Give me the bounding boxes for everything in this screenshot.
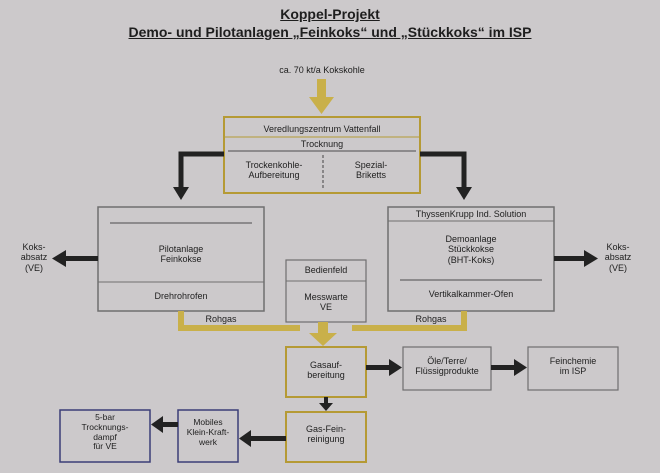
veredlung-left: Trockenkohle- Aufbereitung bbox=[226, 160, 322, 181]
dampf-label: 5-bar Trocknungs- dampf für VE bbox=[60, 412, 150, 452]
veredlung-right: Spezial- Briketts bbox=[326, 160, 416, 181]
oele-label: Öle/Terre/ Flüssigprodukte bbox=[403, 356, 491, 377]
koks-left-line1: Koks- bbox=[22, 242, 46, 252]
demo-name-line2: Stückkokse bbox=[447, 244, 495, 255]
dampf-line4: für VE bbox=[93, 441, 117, 452]
gasfein-line1: Gas-Fein- bbox=[305, 424, 346, 434]
diagram-title: Koppel-Projekt bbox=[280, 6, 380, 22]
control-bottom: Messwarte VE bbox=[286, 292, 366, 313]
veredlung-connectors bbox=[178, 151, 467, 188]
arrow-to-pilot bbox=[173, 187, 189, 200]
control-bottom-line1: Messwarte bbox=[304, 292, 348, 302]
gasauf-label: Gasauf- bereitung bbox=[286, 360, 366, 381]
veredlung-left-line1: Trockenkohle- bbox=[245, 160, 303, 170]
veredlung-sub: Trocknung bbox=[300, 139, 344, 149]
arrow-to-demo bbox=[456, 187, 472, 200]
koks-absatz-right: Koks- absatz (VE) bbox=[598, 242, 638, 273]
mobiles-line3: werk bbox=[199, 436, 217, 447]
mobiles-label: Mobiles Klein-Kraft- werk bbox=[178, 417, 238, 447]
oele-line2: Flüssigprodukte bbox=[415, 366, 479, 377]
rohgas-label-left: Rohgas bbox=[205, 314, 237, 324]
control-bottom-line2: VE bbox=[319, 302, 332, 313]
rohgas-arrows bbox=[178, 311, 467, 346]
rohgas-label-right: Rohgas bbox=[415, 314, 447, 324]
demo-name-line3: (BHT-Koks) bbox=[447, 254, 495, 265]
gasfein-label: Gas-Fein- reinigung bbox=[286, 424, 366, 445]
pilot-name-line1: Pilotanlage bbox=[158, 244, 204, 254]
mobiles-box bbox=[177, 409, 239, 463]
gasauf-line2: bereitung bbox=[307, 370, 345, 381]
koks-absatz-left: Koks- absatz (VE) bbox=[14, 242, 54, 273]
veredlung-right-line2: Briketts bbox=[355, 170, 386, 181]
dampf-line1: 5-bar bbox=[95, 412, 115, 422]
demo-bottom: Vertikalkammer-Ofen bbox=[428, 289, 514, 299]
flow-arrows bbox=[151, 359, 527, 447]
demo-name: Demoanlage Stückkokse (BHT-Koks) bbox=[388, 234, 554, 265]
feinchemie-line2: im ISP bbox=[559, 366, 587, 377]
pilot-name: Pilotanlage Feinkokse bbox=[98, 244, 264, 265]
veredlung-right-line1: Spezial- bbox=[354, 160, 388, 170]
feinchemie-label: Feinchemie im ISP bbox=[528, 356, 618, 377]
koks-left-line2: absatz bbox=[20, 252, 48, 263]
veredlung-left-line2: Aufbereitung bbox=[248, 170, 300, 181]
feinchemie-line1: Feinchemie bbox=[549, 356, 597, 366]
veredlung-header: Veredlungszentrum Vattenfall bbox=[263, 124, 381, 134]
mobiles-line2: Klein-Kraft- bbox=[186, 426, 230, 437]
koks-right-line2: absatz bbox=[604, 252, 632, 263]
gasauf-line1: Gasauf- bbox=[309, 360, 342, 370]
pilot-bottom: Drehrohrofen bbox=[154, 291, 208, 301]
input-arrow bbox=[309, 79, 334, 114]
koks-left-line3: (VE) bbox=[25, 262, 43, 273]
oele-line1: Öle/Terre/ bbox=[427, 356, 467, 366]
control-top: Bedienfeld bbox=[304, 265, 348, 275]
pilot-name-line2: Feinkokse bbox=[160, 254, 202, 265]
dampf-box bbox=[59, 409, 151, 463]
koks-arrows bbox=[52, 250, 598, 267]
dampf-line3: dampf bbox=[93, 431, 117, 442]
mobiles-line1: Mobiles bbox=[193, 417, 223, 427]
demo-name-line1: Demoanlage bbox=[445, 234, 497, 244]
koks-right-line3: (VE) bbox=[609, 262, 627, 273]
input-label: ca. 70 kt/a Kokskohle bbox=[279, 65, 365, 75]
koks-right-line1: Koks- bbox=[606, 242, 630, 252]
dampf-line2: Trocknungs- bbox=[81, 421, 129, 432]
gasfein-line2: reinigung bbox=[307, 434, 345, 445]
demo-header: ThyssenKrupp Ind. Solution bbox=[415, 209, 527, 219]
diagram-subtitle: Demo- und Pilotanlagen „Feinkoks“ und „S… bbox=[128, 24, 532, 40]
feinchemie-box bbox=[527, 346, 619, 391]
